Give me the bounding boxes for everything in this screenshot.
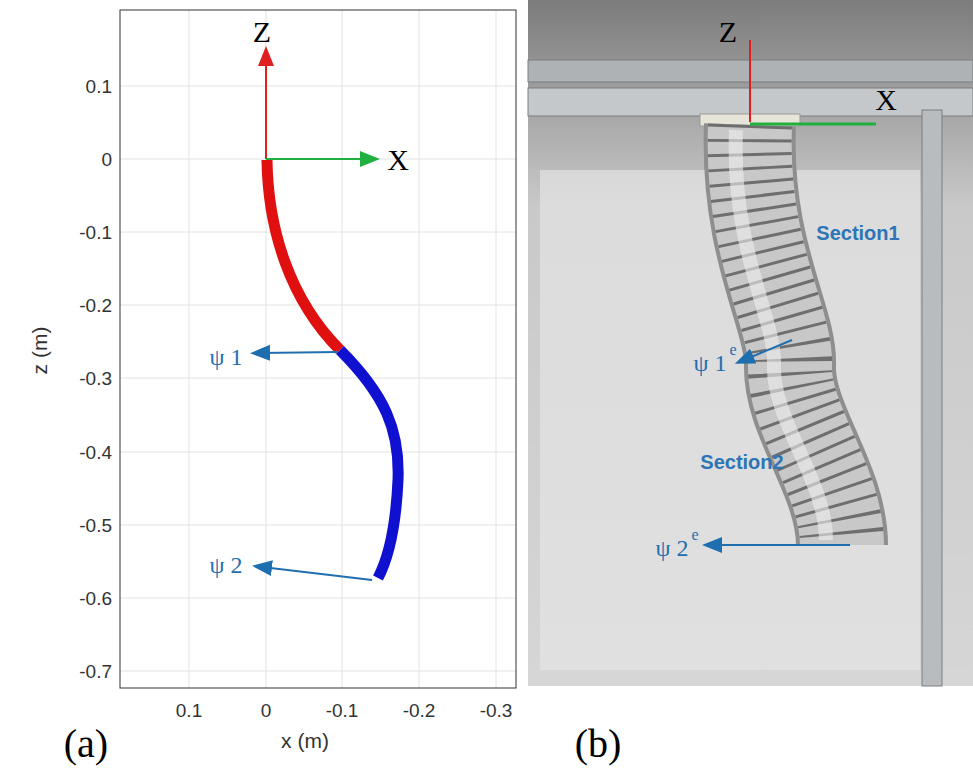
superscript: e bbox=[729, 342, 736, 358]
panel-label: (b) bbox=[575, 724, 622, 764]
section-label: Section1 bbox=[816, 223, 899, 243]
axis-name: X bbox=[387, 145, 409, 175]
tick-label: -0.1 bbox=[326, 701, 359, 720]
tick-label: -0.4 bbox=[79, 443, 112, 462]
tick-label: 0 bbox=[261, 701, 272, 720]
tick-label: -0.3 bbox=[79, 369, 112, 388]
tick-label: -0.2 bbox=[79, 296, 112, 315]
leader-line bbox=[712, 544, 850, 546]
tick-label: -0.7 bbox=[79, 662, 112, 681]
x-axis-line bbox=[750, 123, 876, 126]
plot-frame bbox=[120, 10, 516, 688]
superscript: e bbox=[691, 527, 698, 543]
frame-post bbox=[922, 110, 942, 686]
axis-name: Z bbox=[253, 17, 271, 47]
point-label: ψ 1 bbox=[209, 345, 242, 369]
tick-label: 0.1 bbox=[86, 77, 112, 96]
z-axis-arrow bbox=[265, 56, 267, 159]
axis-name: Z bbox=[719, 17, 737, 47]
axis-name: X bbox=[875, 85, 897, 115]
axis-title: x (m) bbox=[281, 730, 329, 751]
leader-line bbox=[260, 352, 338, 353]
tick-label: -0.1 bbox=[79, 223, 112, 242]
panel-label: (a) bbox=[64, 724, 108, 764]
tick-label: -0.2 bbox=[403, 701, 436, 720]
tick-label: -0.6 bbox=[79, 589, 112, 608]
point-label: ψ 2 bbox=[655, 536, 688, 560]
z-axis-line bbox=[749, 40, 751, 122]
tick-label: -0.3 bbox=[480, 701, 513, 720]
tick-label: -0.5 bbox=[79, 516, 112, 535]
section2-curve bbox=[340, 350, 398, 578]
photo-background bbox=[528, 0, 973, 686]
section-label: Section2 bbox=[700, 452, 783, 472]
tick-label: 0.1 bbox=[176, 701, 202, 720]
axis-title: z (m) bbox=[29, 326, 50, 374]
hose-highlight bbox=[736, 130, 826, 540]
section1-curve bbox=[267, 160, 340, 350]
leader-line bbox=[744, 340, 792, 360]
x-axis-arrow bbox=[266, 158, 370, 160]
point-label: ψ 2 bbox=[209, 553, 242, 577]
plot-grid bbox=[120, 10, 516, 688]
point-label: ψ 1 bbox=[693, 351, 726, 375]
leader-line bbox=[262, 567, 372, 580]
tick-label: 0 bbox=[101, 150, 112, 169]
